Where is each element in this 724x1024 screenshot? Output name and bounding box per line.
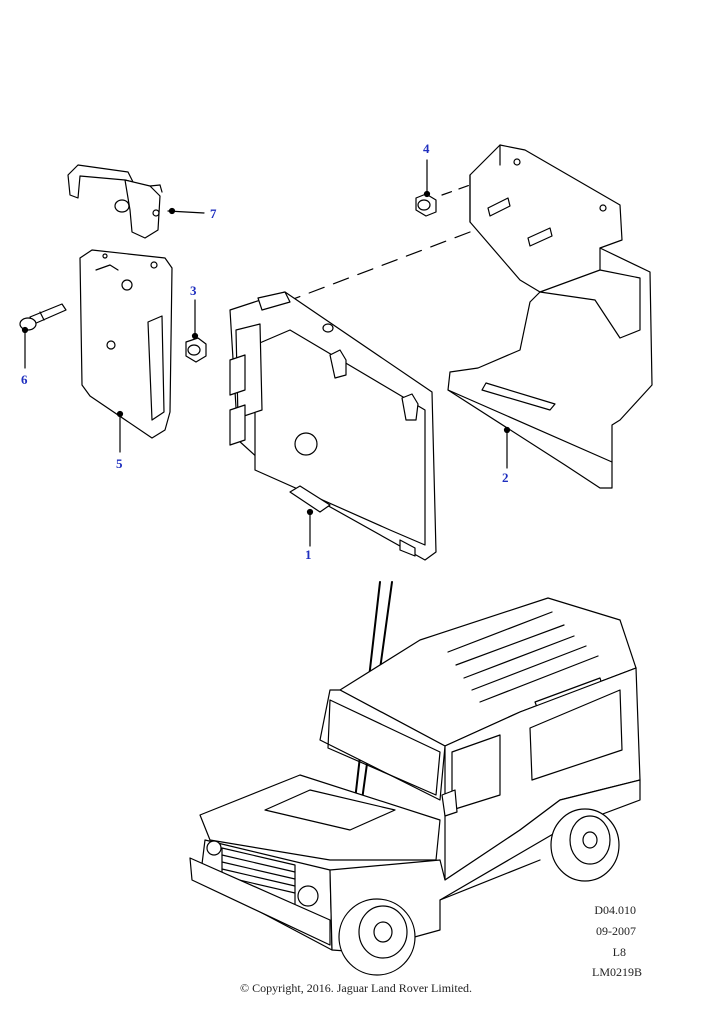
copyright-notice: © Copyright, 2016. Jaguar Land Rover Lim…: [239, 981, 473, 995]
vehicle-illustration: [189, 597, 641, 976]
callout-7: 7: [210, 206, 217, 221]
mounting-bracket-part-2: [447, 144, 653, 489]
ecu-module-part-1: [229, 291, 437, 561]
callout-2: 2: [502, 470, 509, 485]
diagram-date: 09-2007: [596, 924, 636, 938]
callout-5: 5: [116, 456, 123, 471]
callout-4: 4: [423, 141, 430, 156]
diagram-ref: LM0219B: [591, 965, 642, 979]
diagram-code: D04.010: [594, 903, 636, 917]
nut-part-4: [415, 193, 437, 217]
bolt-part-6: [19, 303, 67, 331]
callout-6: 6: [21, 372, 28, 387]
cover-plate-part-5: [79, 249, 173, 439]
bracket-part-7: [67, 164, 163, 239]
callout-3: 3: [190, 283, 197, 298]
nut-part-3: [185, 337, 207, 363]
diagram-page: L8: [612, 945, 626, 959]
callout-1: 1: [305, 547, 312, 562]
